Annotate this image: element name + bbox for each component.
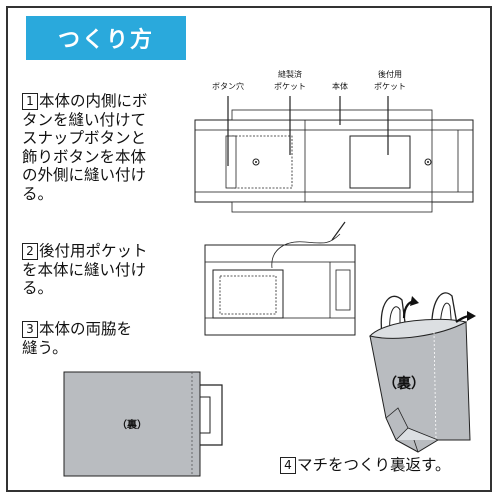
- section-title-text: つくり方: [57, 28, 154, 53]
- label-sewn-pocket-line1: 縫製済: [278, 69, 302, 79]
- fig2-needle: [331, 221, 346, 241]
- section-title: つくり方: [26, 16, 186, 60]
- fig4-opening: [369, 318, 468, 339]
- fig3-handle-outer: [198, 384, 223, 446]
- decor-button-center: [427, 161, 429, 163]
- fig4-bag-body: [369, 321, 471, 453]
- step-4-number: 4: [280, 457, 296, 474]
- fig3-handle-inner: [198, 396, 211, 434]
- step-3-description: 本体の両脇を 縫う。: [22, 320, 133, 357]
- fig2-thread: [271, 233, 341, 269]
- fig4-arrow-left-head: [410, 296, 419, 306]
- fig4-arrow-right-head: [467, 311, 476, 321]
- bottom-edge: [231, 201, 433, 213]
- label-attach-pocket-line1: 後付用: [378, 69, 402, 79]
- fig2-pocket: [212, 269, 284, 319]
- step-1-description: 本体の内側にボ タンを縫い付けて スナップボタンと 飾りボタンを本体 の外側に縫…: [22, 92, 148, 203]
- pocket-flap: [225, 135, 237, 189]
- label-sewn-pocket-line2: ポケット: [274, 82, 306, 91]
- attach-pocket: [349, 135, 411, 189]
- fig4-gusset-fold: [385, 407, 419, 453]
- label-button-hole: ボタン穴: [212, 81, 244, 91]
- fig4-gusset-corner: [395, 427, 439, 441]
- step-1-number: 1: [22, 93, 38, 110]
- body-strip-inner: [194, 129, 474, 193]
- figure-2-pocket-attached: [204, 221, 356, 336]
- step-2-number: 2: [22, 243, 38, 260]
- step-4-description: マチをつくり裏返す。: [297, 456, 451, 474]
- label-attach-pocket-line2: ポケット: [374, 82, 406, 91]
- fig3-reverse-label: （裏）: [117, 418, 147, 431]
- snap-button-center: [255, 161, 257, 163]
- step-3-number: 3: [22, 321, 38, 338]
- figure-3-flat-bag: （裏）: [63, 371, 223, 477]
- figure-4-gusset-bag: （裏）: [369, 292, 476, 453]
- step-2-description: 後付用ポケット を本体に縫い付け る。: [22, 242, 148, 297]
- fig2-side-flap: [335, 269, 351, 311]
- label-body: 本体: [332, 81, 348, 91]
- fig2-pocket-stitch: [219, 275, 277, 315]
- figure-1-body-flat: ボタン穴 縫製済 ポケット 本体 後付用 ポケット: [194, 69, 474, 213]
- sewn-pocket: [231, 135, 293, 189]
- top-edge: [231, 109, 433, 121]
- fig4-handle-left-outer: [380, 295, 407, 336]
- fig3-bag-body: [63, 371, 201, 477]
- fig4-reverse-label: （裏）: [383, 375, 425, 392]
